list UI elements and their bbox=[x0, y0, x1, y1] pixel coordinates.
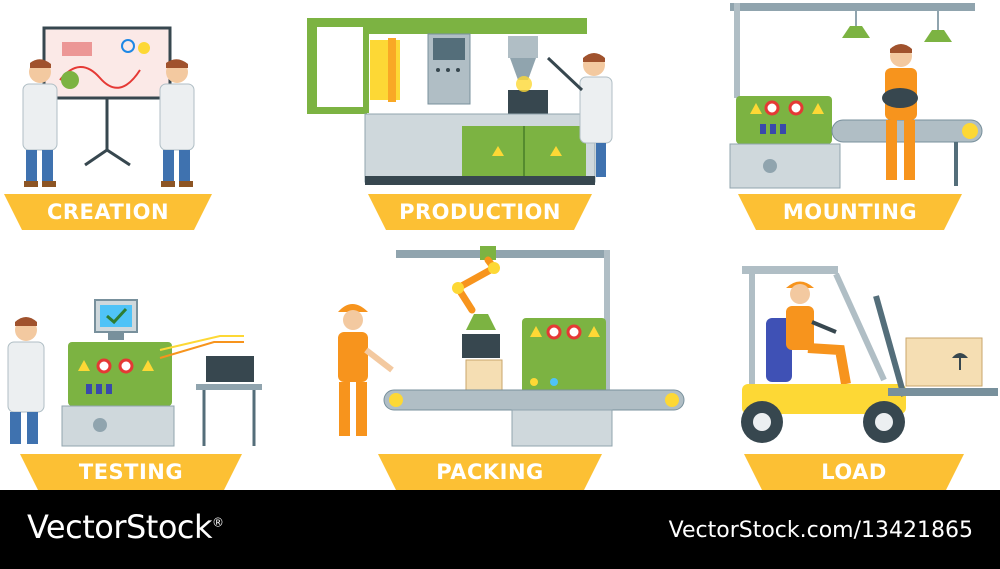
production-scene bbox=[307, 18, 613, 185]
packing-scene bbox=[338, 246, 685, 447]
creation-scene bbox=[22, 26, 195, 187]
stage-banner-creation: CREATION bbox=[4, 194, 212, 230]
stage-label-testing: TESTING bbox=[78, 460, 184, 484]
stage-banner-mounting: MOUNTING bbox=[738, 194, 962, 230]
stage-label-mounting: MOUNTING bbox=[782, 200, 918, 224]
brand-name: VectorStock bbox=[27, 508, 213, 546]
mounting-scene bbox=[729, 3, 983, 189]
load-scene bbox=[741, 266, 998, 443]
stage-label-load: LOAD bbox=[821, 460, 887, 484]
illustration: CREATION PRODUCTION MOUNTING TESTING PAC… bbox=[4, 3, 998, 490]
stage-label-production: PRODUCTION bbox=[399, 200, 561, 224]
stage-banner-load: LOAD bbox=[744, 454, 964, 490]
testing-scene bbox=[7, 299, 262, 447]
stage-label-creation: CREATION bbox=[46, 200, 170, 224]
process-illustration bbox=[7, 3, 998, 447]
stage-banner-testing: TESTING bbox=[20, 454, 242, 490]
watermark-footer: VectorStock® VectorStock.com/13421865 bbox=[0, 490, 1000, 569]
image-code: VectorStock.com/13421865 bbox=[668, 518, 973, 543]
brand-logo: VectorStock® bbox=[27, 508, 224, 546]
stage-banner-production: PRODUCTION bbox=[368, 194, 592, 230]
brand-registered-mark: ® bbox=[212, 515, 224, 530]
stage-banner-packing: PACKING bbox=[378, 454, 602, 490]
stage-label-packing: PACKING bbox=[436, 460, 544, 484]
